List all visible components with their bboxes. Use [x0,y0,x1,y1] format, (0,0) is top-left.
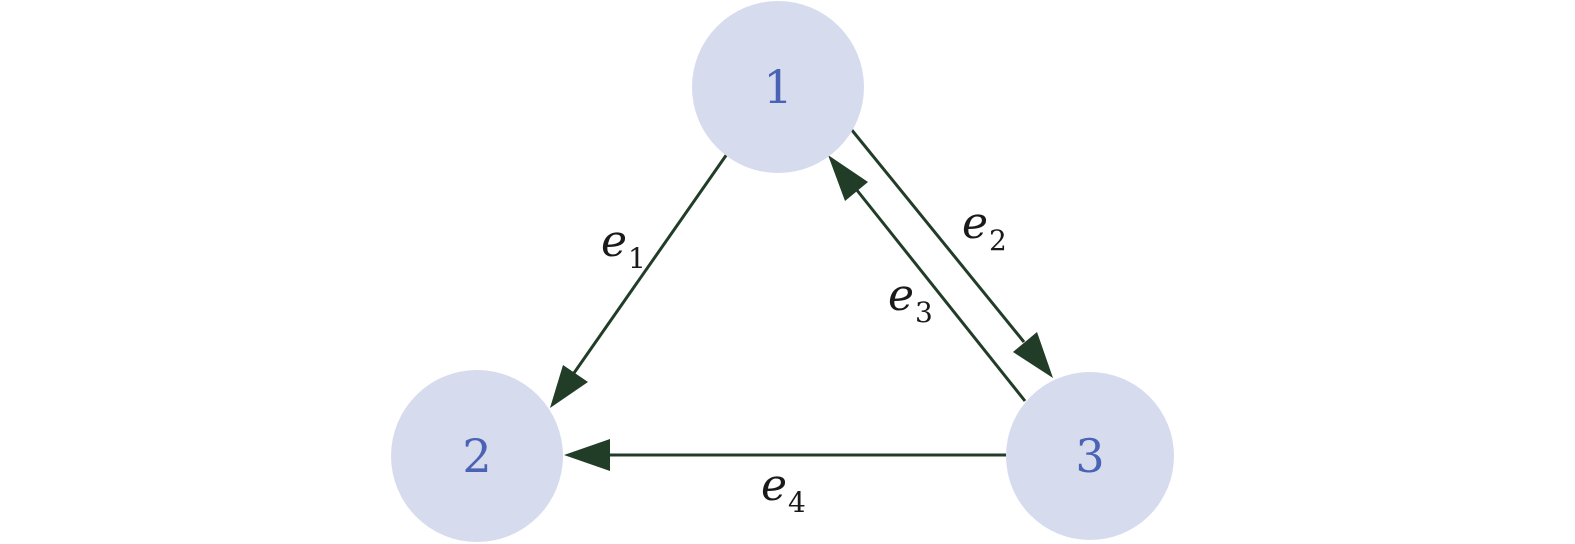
node-1-circle [692,1,864,173]
edge-e1-line [572,153,729,374]
edge-e3-arrowhead [828,155,868,201]
node-2: 2 [391,370,563,542]
node-2-label: 2 [462,429,491,483]
edge-labels: e1 e2 e3 e4 [601,198,1007,519]
edge-e2-arrowhead [1013,332,1053,378]
edges [550,128,1053,471]
edge-e4 [564,439,1006,471]
node-2-circle [391,370,563,542]
edge-e2-line [849,128,1026,343]
edge-label-e2: e2 [962,198,1007,257]
node-3-circle [1006,372,1174,540]
node-3: 3 [1006,372,1174,540]
node-1-label: 1 [763,60,792,114]
node-3-label: 3 [1075,429,1104,483]
edge-e1 [550,153,729,408]
edge-e3 [828,155,1027,402]
edge-label-e4: e4 [761,460,806,519]
edge-e2 [849,128,1053,378]
edge-label-e3: e3 [888,270,933,329]
node-1: 1 [692,1,864,173]
edge-e4-arrowhead [564,439,610,471]
nodes: 1 2 3 [391,1,1174,542]
edge-e3-line [854,188,1027,402]
edge-e1-arrowhead [550,365,588,408]
edge-label-e1: e1 [601,216,646,275]
